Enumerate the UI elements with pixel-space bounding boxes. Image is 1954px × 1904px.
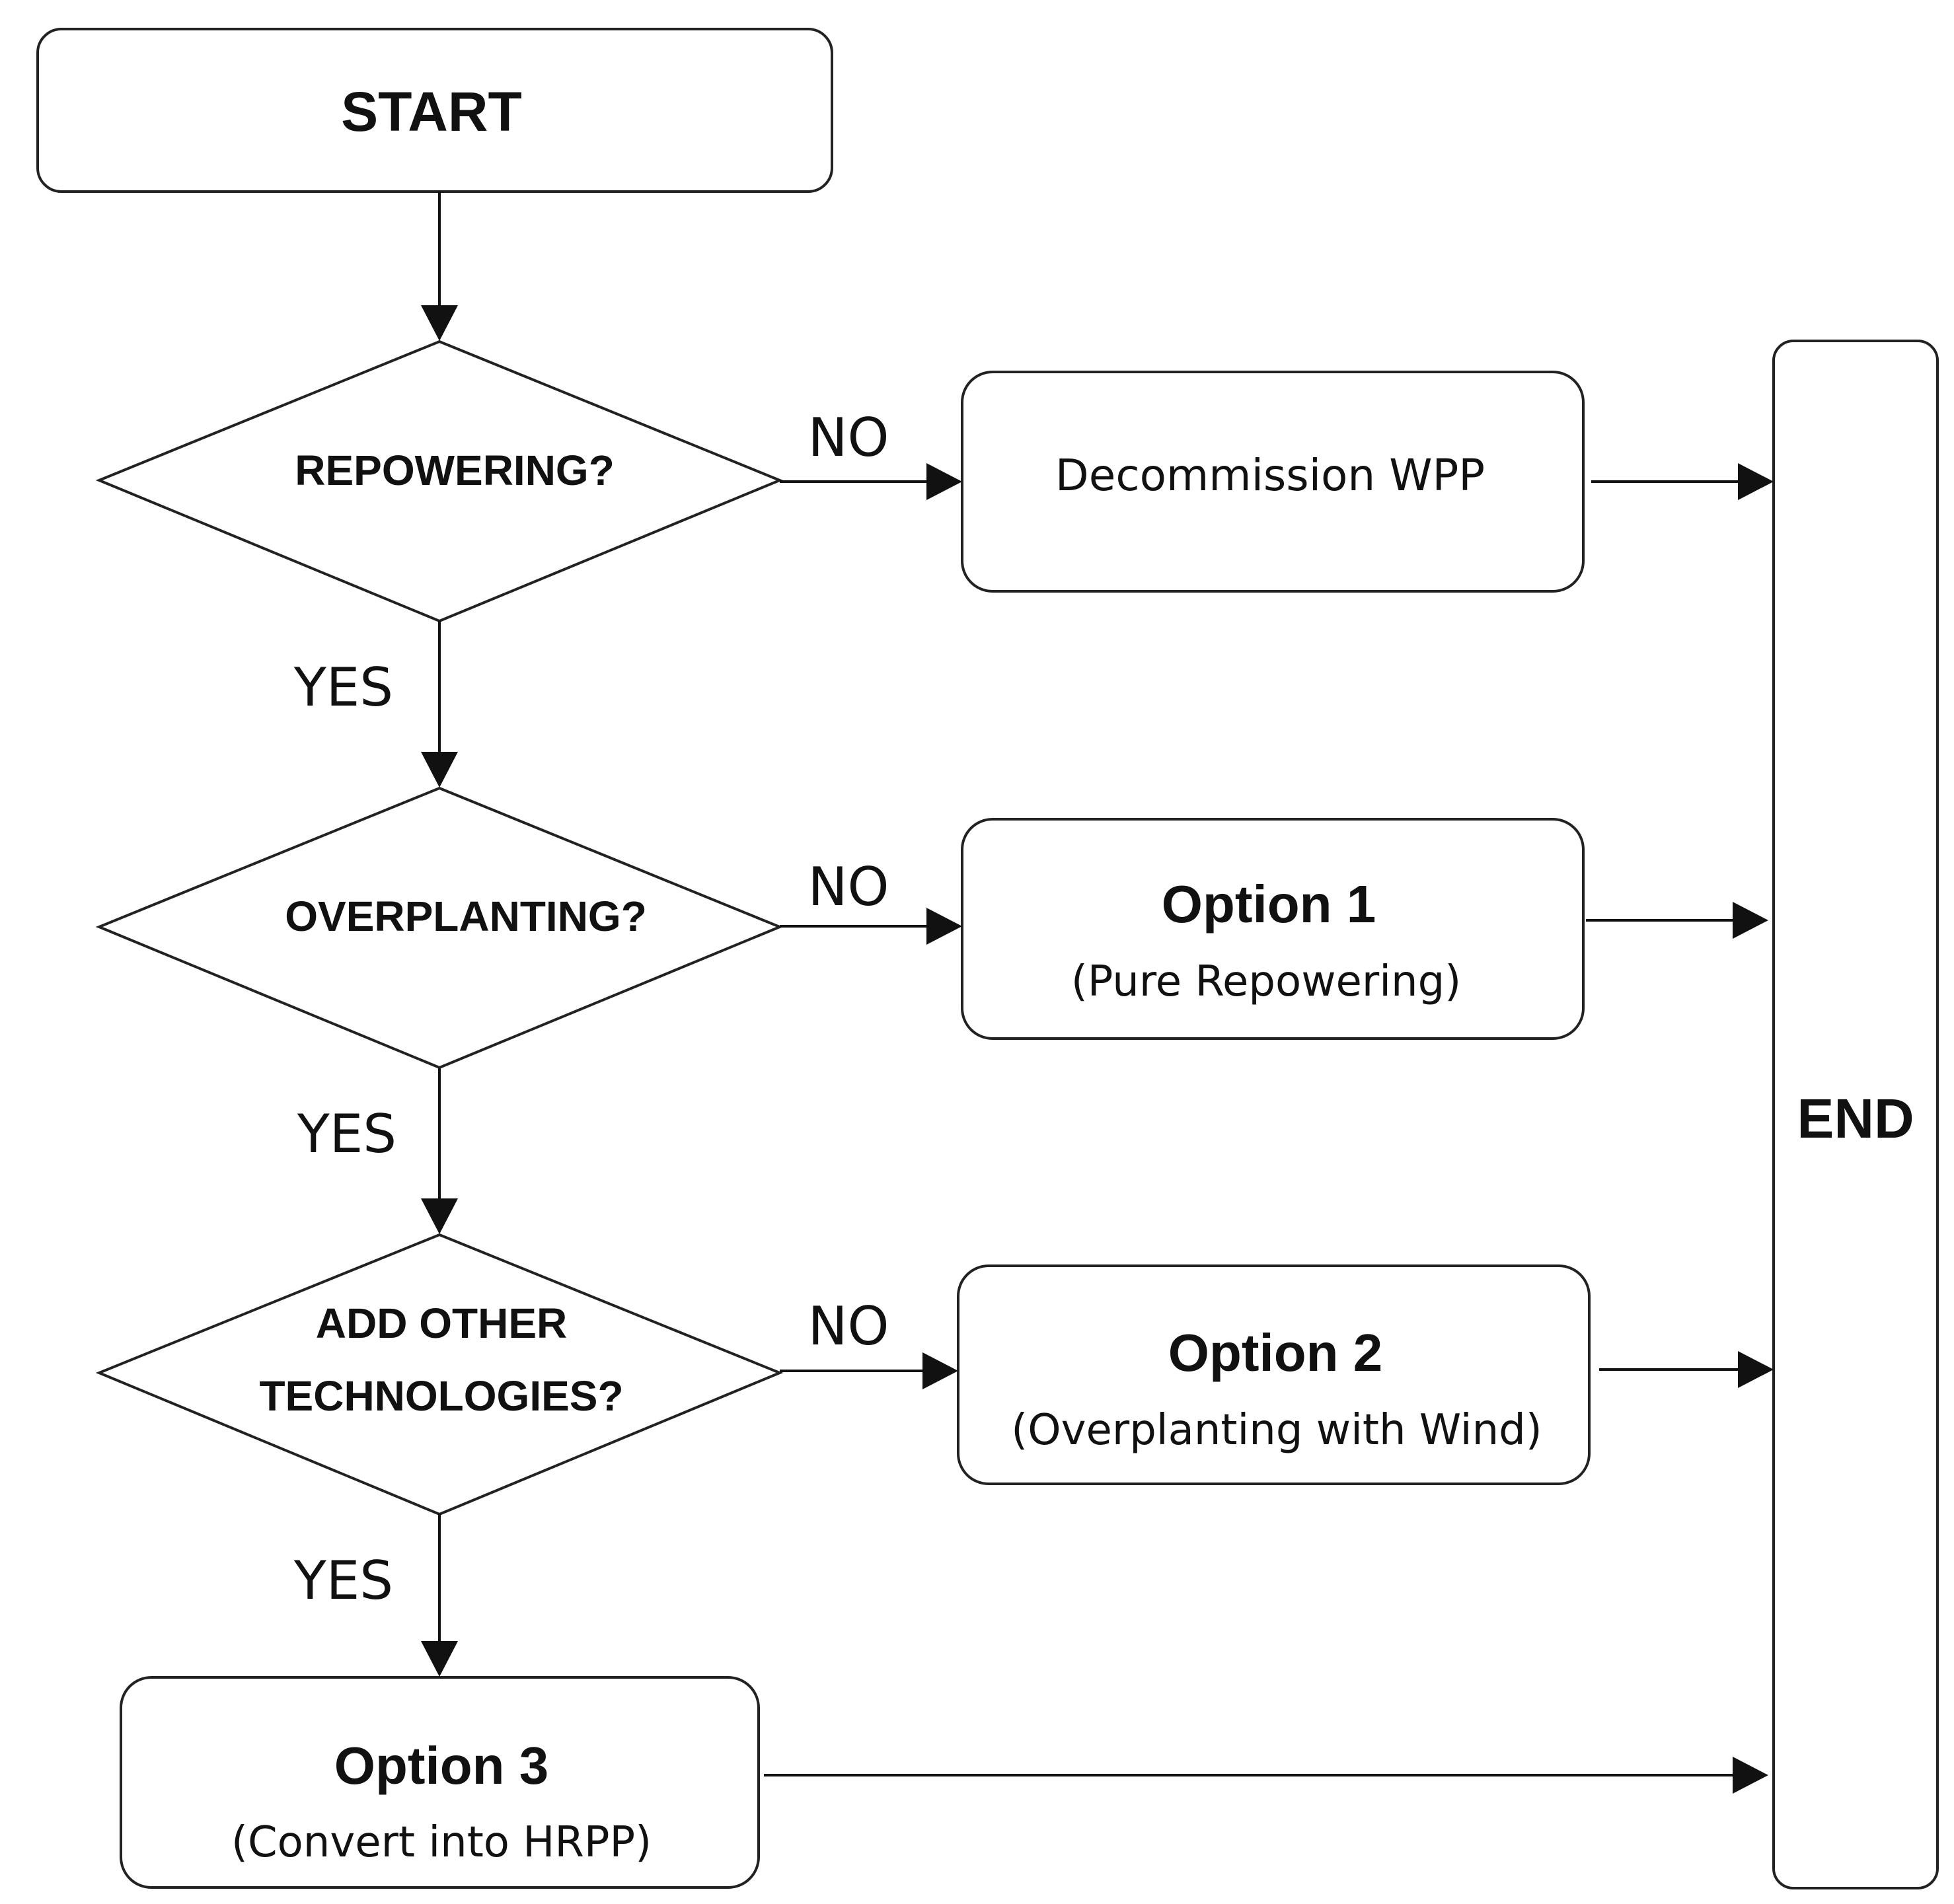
decision-repowering: REPOWERING? [95, 340, 784, 623]
decision-overplanting: OVERPLANTING? [95, 786, 784, 1070]
outcome-option-3-subtitle: (Convert into HRPP) [231, 1818, 652, 1867]
yes-label-2: YES [297, 1103, 396, 1165]
decision-add-technologies: ADD OTHER TECHNOLOGIES? [95, 1233, 784, 1516]
connector-overplanting-to-add-technologies [421, 1068, 458, 1234]
yes-label-3: YES [293, 1550, 393, 1611]
start-node: START [36, 28, 833, 193]
outcome-option-2-subtitle: (Overplanting with Wind) [1011, 1406, 1542, 1455]
decision-add-technologies-line2: TECHNOLOGIES? [259, 1372, 623, 1420]
start-label: START [341, 81, 522, 143]
connector-decommission-to-end [1591, 463, 1774, 500]
end-node: END [1772, 340, 1939, 1889]
connector-option-1-to-end [1586, 902, 1768, 939]
connector-add-technologies-to-option-2 [780, 1352, 958, 1389]
connector-option-3-to-end [764, 1757, 1768, 1794]
no-label-2: NO [808, 856, 889, 918]
end-label: END [1797, 1087, 1914, 1150]
outcome-option-2-title: Option 2 [1168, 1323, 1382, 1382]
no-label-3: NO [808, 1296, 889, 1357]
outcome-option-1: Option 1 (Pure Repowering) [961, 818, 1585, 1040]
outcome-option-3: Option 3 (Convert into HRPP) [120, 1676, 760, 1889]
decision-overplanting-label: OVERPLANTING? [285, 893, 647, 940]
outcome-option-1-title: Option 1 [1162, 875, 1376, 934]
no-label-1: NO [808, 407, 889, 468]
decision-add-technologies-line1: ADD OTHER [316, 1300, 567, 1347]
outcome-option-2: Option 2 (Overplanting with Wind) [957, 1264, 1591, 1485]
connector-repowering-to-decommission [780, 463, 962, 500]
outcome-option-1-subtitle: (Pure Repowering) [1071, 957, 1461, 1006]
outcome-decommission: Decommission WPP [961, 371, 1585, 593]
connector-start-to-repowering [421, 192, 458, 341]
connector-repowering-to-overplanting [421, 621, 458, 787]
outcome-decommission-title: Decommission WPP [1055, 450, 1485, 501]
connector-overplanting-to-option-1 [780, 908, 962, 945]
outcome-option-3-title: Option 3 [334, 1736, 548, 1795]
decision-repowering-label: REPOWERING? [295, 447, 615, 494]
connector-add-technologies-to-option-3 [421, 1514, 458, 1677]
connector-option-2-to-end [1599, 1351, 1774, 1388]
yes-label-1: YES [293, 657, 393, 718]
